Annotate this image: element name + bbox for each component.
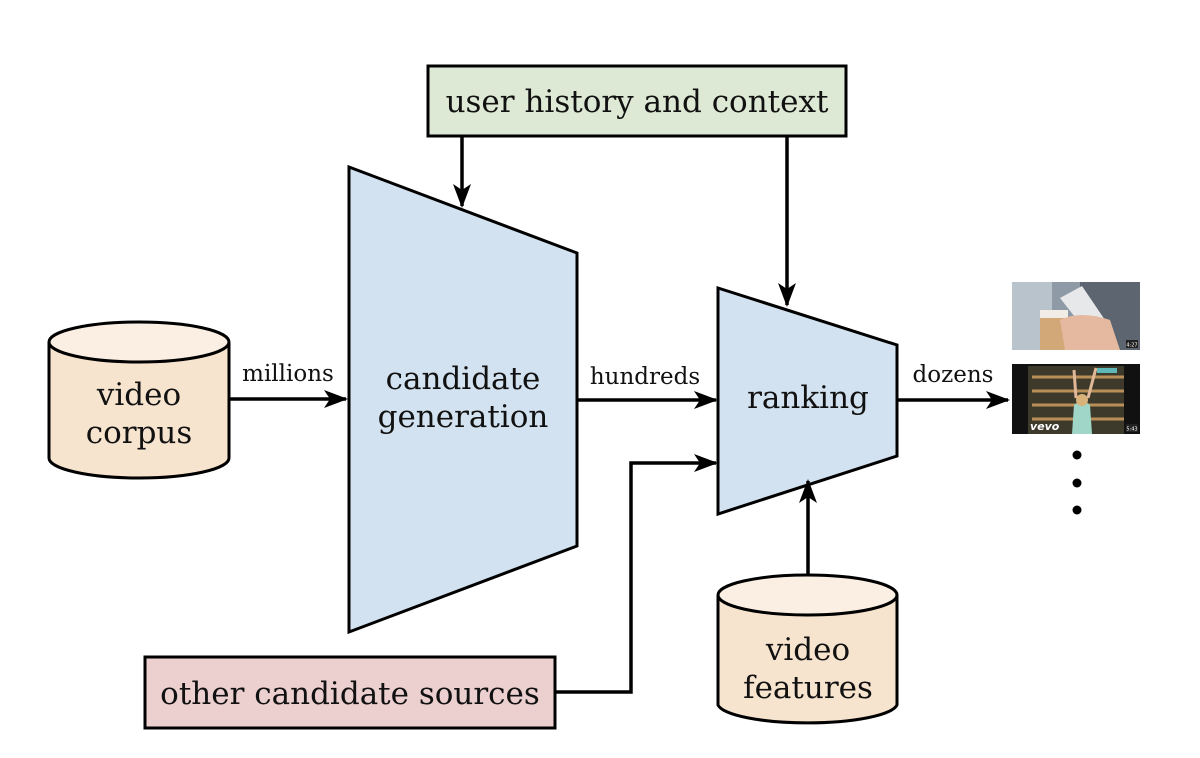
- more-results-dots-icon: [1072, 450, 1082, 515]
- video-corpus-label-2: corpus: [86, 415, 193, 451]
- vevo-logo: vevo: [1030, 420, 1060, 433]
- other-sources-node: other candidate sources: [143, 655, 557, 730]
- ranking-node: ranking: [716, 285, 899, 517]
- video-features-label-1: video: [765, 632, 850, 668]
- edge-label-millions: millions: [242, 361, 334, 387]
- video-thumbnail-vevo-dancer-icon: vevo 5:43: [1012, 364, 1140, 434]
- user-history-node: user history and context: [426, 64, 848, 138]
- ranking-label: ranking: [747, 380, 869, 416]
- user-history-label: user history and context: [446, 84, 829, 120]
- candidate-generation-label-2: generation: [378, 399, 549, 435]
- video-thumbnail-phone-coffee-icon: 4:27: [1012, 282, 1140, 350]
- other-sources-label: other candidate sources: [160, 676, 540, 712]
- edge-label-dozens: dozens: [913, 362, 994, 388]
- arrow-other-sources-to-ranking: [555, 454, 718, 694]
- video-corpus-node: video corpus: [47, 320, 231, 480]
- video-features-label-2: features: [743, 670, 873, 706]
- candidate-generation-node: candidate generation: [347, 164, 579, 635]
- video-features-node: video features: [716, 573, 899, 725]
- thumbnail-2-duration: 5:43: [1126, 427, 1137, 433]
- candidate-generation-label-1: candidate: [386, 361, 541, 397]
- thumbnail-1-duration: 4:27: [1126, 343, 1137, 349]
- video-corpus-label-1: video: [96, 377, 181, 413]
- edge-label-hundreds: hundreds: [590, 364, 700, 390]
